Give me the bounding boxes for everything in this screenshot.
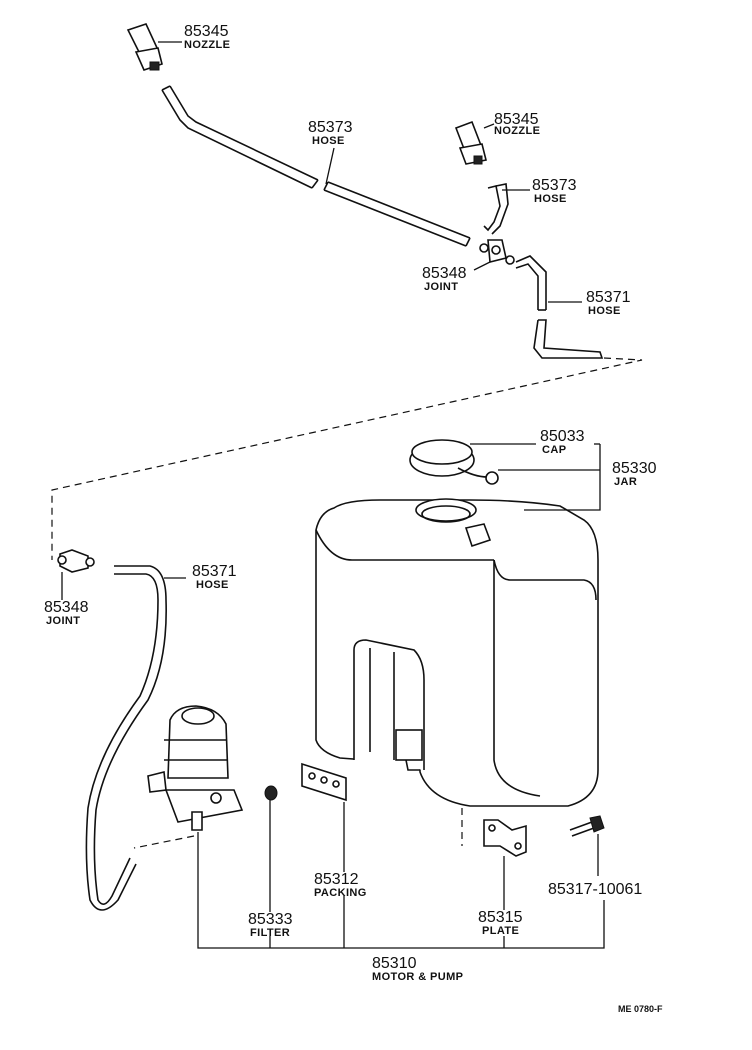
label-hose-short: 85373 HOSE: [532, 177, 577, 205]
label-cap: 85033 CAP: [540, 428, 585, 456]
svg-text:HOSE: HOSE: [312, 135, 345, 147]
joint-lower: [57, 549, 95, 573]
svg-text:MOTOR & PUMP: MOTOR & PUMP: [372, 971, 463, 983]
hose-lower: [85, 565, 167, 911]
joint-upper: [479, 239, 515, 265]
svg-text:85033: 85033: [540, 428, 585, 445]
label-nozzle-upper-left: 85345 NOZZLE: [184, 23, 230, 51]
svg-text:85345: 85345: [184, 23, 229, 40]
hose-short: [483, 183, 509, 235]
filter: [264, 785, 278, 801]
svg-text:HOSE: HOSE: [534, 193, 567, 205]
label-nozzle-upper-right: 85345 NOZZLE: [494, 111, 540, 137]
nozzle-upper-right: [454, 120, 487, 165]
svg-text:CAP: CAP: [542, 444, 566, 456]
svg-text:85312: 85312: [314, 871, 359, 888]
label-joint-lower: 85348 JOINT: [44, 599, 89, 627]
svg-text:85317-10061: 85317-10061: [548, 881, 642, 898]
label-packing: 85312 PACKING: [314, 871, 367, 899]
svg-text:85345: 85345: [494, 111, 539, 128]
label-hose-upper-right: 85371 HOSE: [586, 289, 631, 317]
routing-line: [51, 357, 643, 560]
label-hose-long: 85373 HOSE: [308, 119, 353, 147]
svg-text:85315: 85315: [478, 909, 523, 926]
svg-text:JAR: JAR: [614, 476, 637, 488]
svg-text:NOZZLE: NOZZLE: [184, 39, 230, 51]
svg-text:HOSE: HOSE: [588, 305, 621, 317]
label-plate: 85315 PLATE: [478, 909, 523, 937]
svg-text:85373: 85373: [532, 177, 577, 194]
label-filter: 85333 FILTER: [248, 911, 293, 939]
label-motor-pump: 85310 MOTOR & PUMP: [372, 955, 463, 983]
hose-long: [161, 85, 471, 247]
svg-text:HOSE: HOSE: [196, 579, 229, 591]
label-jar: 85330 JAR: [612, 460, 657, 488]
hose-upper-right: [515, 255, 604, 359]
svg-text:JOINT: JOINT: [46, 615, 80, 627]
drawing-code: ME 0780-F: [618, 1004, 663, 1014]
bolt: [569, 815, 605, 837]
svg-text:85330: 85330: [612, 460, 657, 477]
svg-text:PACKING: PACKING: [314, 887, 367, 899]
plate: [461, 808, 527, 857]
svg-text:85310: 85310: [372, 955, 417, 972]
packing: [301, 762, 347, 802]
svg-text:85348: 85348: [422, 265, 467, 282]
motor-pump: [133, 705, 244, 849]
jar: [315, 498, 599, 807]
nozzle-upper-left: [126, 23, 163, 71]
leader-lines: [61, 41, 605, 949]
label-joint-upper: 85348 JOINT: [422, 265, 467, 293]
svg-text:85371: 85371: [586, 289, 631, 306]
svg-text:NOZZLE: NOZZLE: [494, 125, 540, 137]
svg-text:85371: 85371: [192, 563, 237, 580]
svg-text:FILTER: FILTER: [250, 927, 290, 939]
svg-text:85373: 85373: [308, 119, 353, 136]
cap: [409, 439, 499, 485]
svg-text:85348: 85348: [44, 599, 89, 616]
label-hose-lower: 85371 HOSE: [192, 563, 237, 591]
svg-text:85333: 85333: [248, 911, 293, 928]
svg-text:JOINT: JOINT: [424, 281, 458, 293]
label-bolt: 85317-10061: [548, 881, 642, 898]
svg-text:PLATE: PLATE: [482, 925, 519, 937]
